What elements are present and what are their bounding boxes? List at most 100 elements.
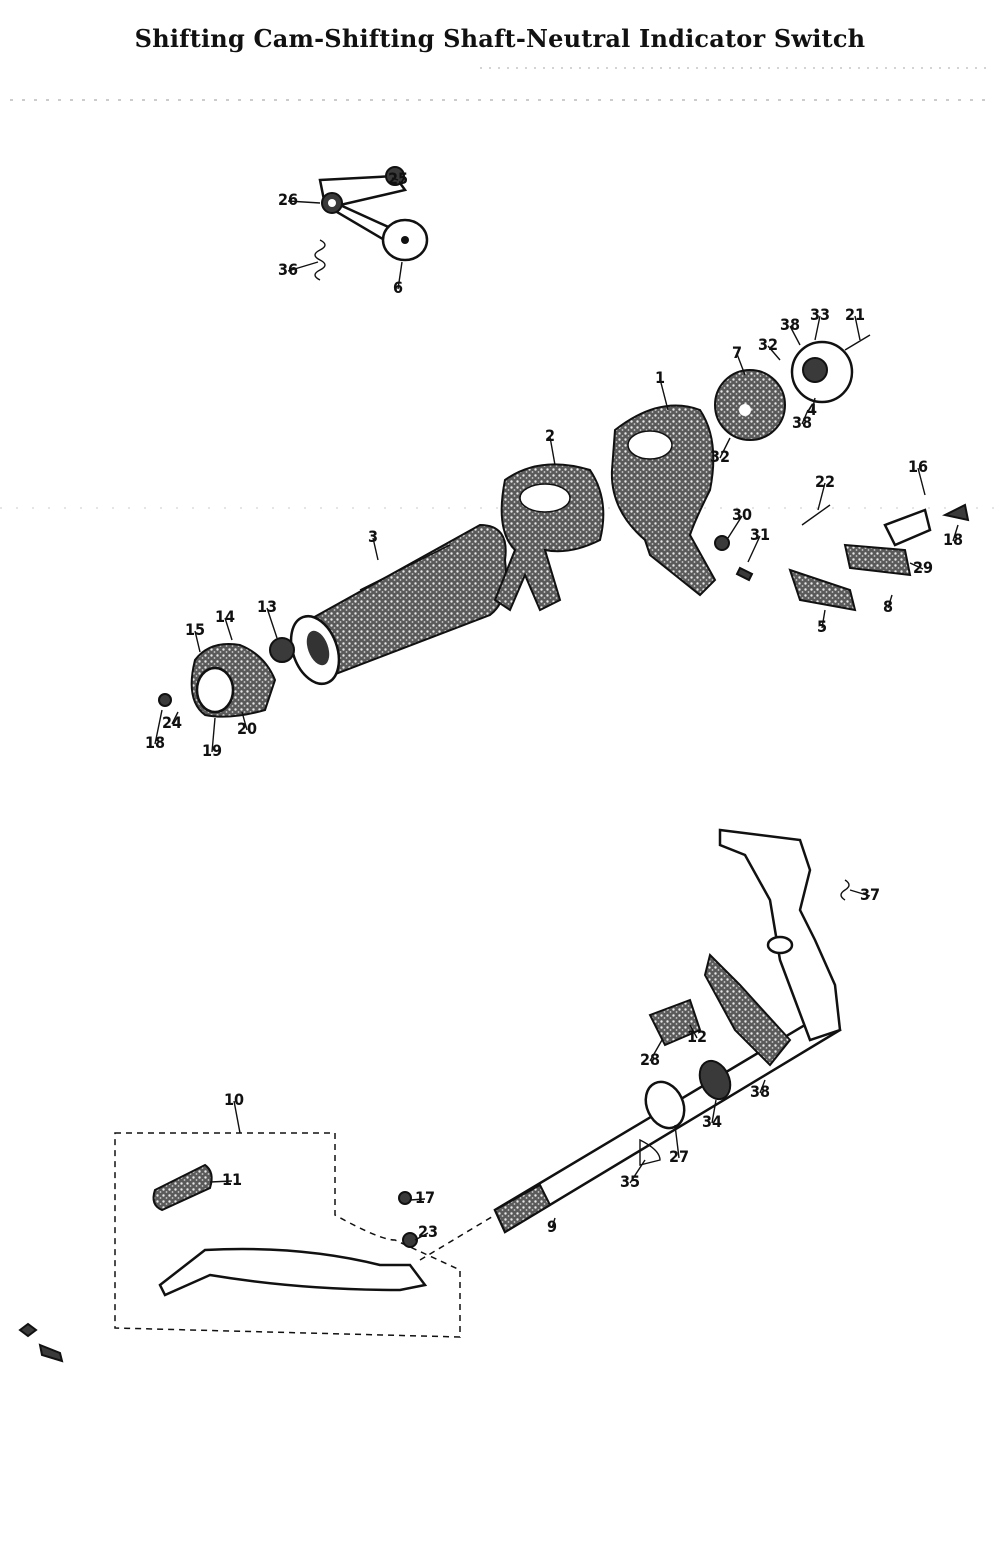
- leader-line-32: [719, 437, 731, 459]
- callout-28: 28: [640, 1050, 660, 1069]
- callout-14: 14: [215, 607, 235, 626]
- callout-8: 8: [883, 597, 893, 616]
- leader-line-16: [917, 467, 926, 496]
- leader-line-14: [224, 617, 233, 641]
- leader-line-8: [887, 594, 893, 609]
- callout-25: 25: [388, 169, 408, 188]
- callout-34: 34: [702, 1112, 722, 1131]
- callout-6: 6: [393, 278, 403, 297]
- callout-33: 33: [810, 305, 830, 324]
- callout-37: 37: [860, 885, 880, 904]
- callout-17: 17: [415, 1188, 435, 1207]
- leader-line-33: [814, 315, 821, 341]
- leader-line-20: [241, 711, 248, 731]
- leader-line-9: [551, 1217, 556, 1229]
- spring-36: [314, 239, 326, 281]
- leader-line-2: [549, 436, 556, 466]
- leader-line-26: [287, 200, 321, 204]
- leader-line-38: [759, 1079, 766, 1094]
- shift-fork-1: [610, 404, 717, 597]
- leader-line-37: [849, 889, 871, 897]
- leader-line-12: [689, 1024, 698, 1039]
- leader-line-21: [854, 315, 861, 341]
- callout-9: 9: [547, 1217, 557, 1236]
- callout-27: 27: [669, 1147, 689, 1166]
- leader-line-38: [801, 409, 809, 425]
- leader-line-10: [233, 1100, 241, 1134]
- callout-20: 20: [237, 719, 257, 738]
- leader-line-32: [767, 345, 781, 361]
- leader-line-6: [397, 261, 403, 290]
- callout-38: 38: [792, 413, 812, 432]
- cam-end-assembly: [158, 637, 295, 718]
- leader-line-13: [266, 607, 278, 639]
- diagram-title: Shifting Cam-Shifting Shaft-Neutral Indi…: [134, 24, 866, 53]
- callout-2: 2: [545, 426, 555, 445]
- gear-shift-rubber-11: [152, 1163, 213, 1212]
- callout-4: 4: [807, 400, 817, 419]
- callout-24: 24: [162, 713, 182, 732]
- callout-38: 38: [780, 315, 800, 334]
- callout-3: 3: [368, 527, 378, 546]
- leader-line-17: [409, 1198, 426, 1201]
- leader-line-29: [909, 562, 924, 570]
- gear-shift-lever-kit-box: [114, 1132, 496, 1338]
- callout-35: 35: [620, 1172, 640, 1191]
- leader-line-31: [747, 535, 761, 563]
- callout-18: 18: [145, 733, 165, 752]
- callout-19: 19: [202, 741, 222, 760]
- loose-hardware: [18, 1322, 64, 1363]
- leader-line-28: [649, 1039, 663, 1062]
- leader-line-24: [171, 711, 179, 725]
- leader-line-35: [629, 1159, 646, 1184]
- callout-32: 32: [758, 335, 778, 354]
- cam-plate-4: [790, 334, 871, 404]
- leader-line-19: [211, 717, 216, 753]
- callout-5: 5: [817, 617, 827, 636]
- callout-23: 23: [418, 1222, 438, 1241]
- callout-12: 12: [687, 1027, 707, 1046]
- leader-line-18: [952, 524, 959, 542]
- leader-line-34: [711, 1099, 717, 1124]
- callout-29: 29: [913, 558, 933, 577]
- callout-22: 22: [815, 472, 835, 491]
- callout-16: 16: [908, 457, 928, 476]
- gear-shift-lever: [158, 1191, 428, 1297]
- leader-line-30: [727, 515, 743, 539]
- callout-15: 15: [185, 620, 205, 639]
- neutral-switch-bracket: [318, 166, 429, 262]
- callout-13: 13: [257, 597, 277, 616]
- callout-30: 30: [732, 505, 752, 524]
- callout-21: 21: [845, 305, 865, 324]
- leader-line-36: [287, 261, 319, 272]
- leader-line-27: [674, 1124, 680, 1159]
- shift-fork-2: [493, 463, 605, 612]
- leader-line-15: [194, 630, 201, 653]
- cam-stopper-plate-7: [714, 369, 786, 441]
- leader-line-18: [154, 709, 163, 745]
- small-parts-right: [714, 503, 970, 612]
- leader-line-11: [209, 1180, 233, 1183]
- leader-line-5: [821, 609, 826, 629]
- callout-38: 38: [750, 1082, 770, 1101]
- callout-32: 32: [710, 447, 730, 466]
- leader-line-23: [414, 1232, 429, 1241]
- shifting-cam-drum: [289, 523, 507, 685]
- callout-10: 10: [224, 1090, 244, 1109]
- callout-18: 18: [943, 530, 963, 549]
- leader-line-4: [811, 397, 816, 412]
- shifting-shaft-assembly: [493, 828, 850, 1234]
- callout-11: 11: [222, 1170, 242, 1189]
- callout-26: 26: [278, 190, 298, 209]
- leader-line-38: [789, 325, 801, 346]
- leader-line-22: [817, 482, 826, 511]
- callout-36: 36: [278, 260, 298, 279]
- leader-line-7: [736, 353, 746, 376]
- leader-line-1: [659, 378, 669, 411]
- callout-1: 1: [655, 368, 665, 387]
- leader-line-3: [372, 537, 379, 561]
- callout-7: 7: [732, 343, 742, 362]
- scan-noise: [0, 67, 1000, 509]
